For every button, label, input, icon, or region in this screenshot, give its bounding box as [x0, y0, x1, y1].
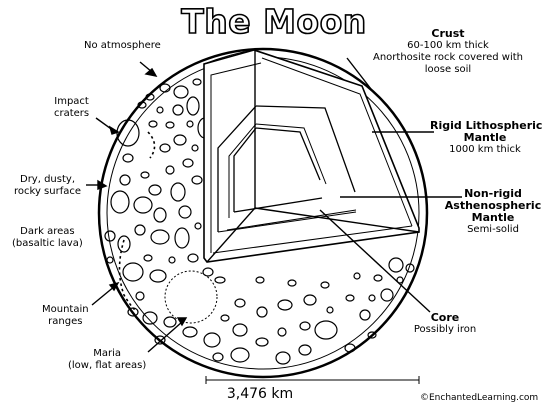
layer-detail: Anorthosite rock covered with: [373, 52, 523, 63]
layer-name: Asthenospheric: [444, 199, 542, 212]
cutaway-wedge: [203, 49, 420, 263]
label-crust: Crust 60-100 km thick Anorthosite rock c…: [368, 28, 528, 76]
label-line: ranges: [48, 316, 83, 327]
surface-craters: [104, 70, 415, 365]
dark-area-outline: [118, 131, 156, 311]
label-line: craters: [54, 108, 90, 119]
layer-name: Core: [430, 311, 460, 324]
label-dark-areas: Dark areas (basaltic lava): [12, 226, 83, 250]
leader-lines: [86, 57, 462, 384]
scale-label: 3,476 km: [226, 386, 294, 402]
layer-name: Mantle: [463, 131, 507, 144]
label-line: rocky surface: [14, 186, 81, 197]
maria-outline: [164, 270, 218, 324]
label-line: Dark areas: [20, 226, 75, 237]
layer-name: Rigid Lithospheric: [430, 119, 543, 132]
label-rigid-mantle: Rigid Lithospheric Mantle 1000 km thick: [430, 119, 543, 156]
layer-name: Crust: [431, 27, 465, 40]
layer-detail: loose soil: [424, 64, 472, 75]
layer-detail: Possibly iron: [413, 324, 477, 335]
layer-detail: 60-100 km thick: [407, 40, 489, 51]
label-line: (low, flat areas): [68, 360, 147, 371]
label-maria: Maria (low, flat areas): [68, 348, 146, 372]
label-text: No atmosphere: [84, 40, 161, 51]
label-dry-surface: Dry, dusty, rocky surface: [14, 174, 81, 198]
credit-text: ©EnchantedLearning.com: [420, 393, 539, 403]
label-line: Impact: [54, 96, 89, 107]
page-title: The Moon: [180, 1, 367, 42]
label-line: Dry, dusty,: [20, 174, 75, 185]
layer-name: Non-rigid: [464, 187, 522, 200]
layer-name: Mantle: [471, 211, 515, 224]
layer-detail: Semi-solid: [467, 224, 519, 235]
layer-detail: 1000 km thick: [449, 144, 521, 155]
label-nonrigid-mantle: Non-rigid Asthenospheric Mantle Semi-sol…: [440, 188, 546, 236]
label-line: (basaltic lava): [12, 238, 83, 249]
label-mountain-ranges: Mountain ranges: [42, 304, 89, 328]
label-line: Mountain: [42, 304, 89, 315]
label-impact-craters: Impact craters: [54, 96, 89, 120]
label-core: Core Possibly iron: [400, 312, 490, 336]
label-no-atmosphere: No atmosphere: [84, 40, 161, 52]
label-line: Maria: [93, 348, 122, 359]
